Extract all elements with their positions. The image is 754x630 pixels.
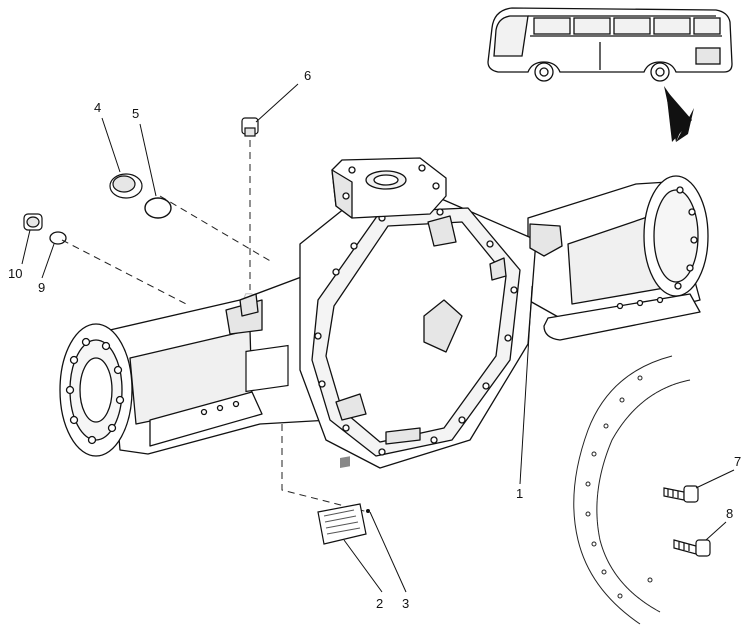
callout-label-7: 7 [734,454,741,469]
callout-label-2: 2 [376,596,383,611]
callout-label-10: 10 [8,266,22,281]
callout-label-1: 1 [516,486,523,501]
bolt-part-8 [673,539,711,557]
callout-label-4: 4 [94,100,101,115]
assembly-leader-lines [61,140,369,513]
rivet-part-3 [366,509,370,513]
callout-label-6: 6 [304,68,311,83]
drain-plug-part-10 [23,213,43,231]
callout-label-8: 8 [726,506,733,521]
washer-part-9 [49,231,67,245]
bus-icon [487,7,733,82]
axle-cover-outline [573,355,691,625]
plate-mounting-area [245,344,289,393]
axle-housing [59,157,709,469]
breather-part-6 [241,117,259,137]
callout-leaders [21,83,735,593]
arrow-head [666,90,692,142]
id-plate-part-2 [317,456,367,545]
plug-part-4 [109,173,143,199]
callout-label-5: 5 [132,106,139,121]
callout-label-9: 9 [38,280,45,295]
o-ring-part-5 [144,197,172,219]
callout-label-3: 3 [402,596,409,611]
bolt-part-7 [663,485,699,503]
